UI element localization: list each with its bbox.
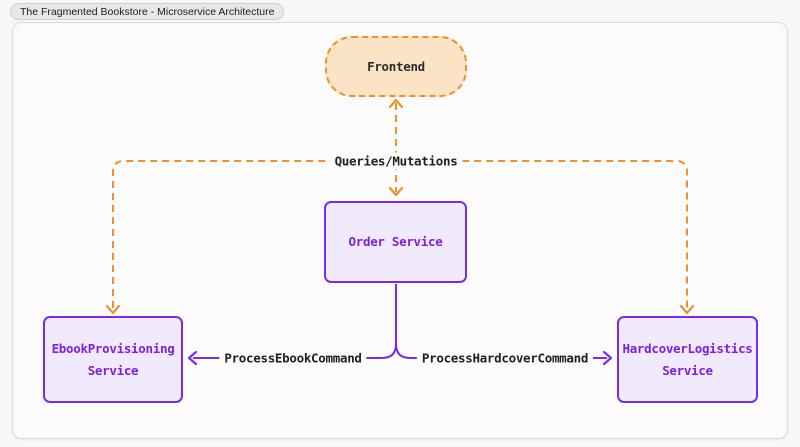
diagram-title-badge: The Fragmented Bookstore - Microservice … <box>10 3 285 20</box>
diagram-title-text: The Fragmented Bookstore - Microservice … <box>20 5 275 18</box>
node-frontend: Frontend <box>325 36 467 97</box>
edge-process-ebook-line <box>193 284 397 359</box>
edge-label-process-ebook-command: ProcessEbookCommand <box>219 349 367 367</box>
arrowhead-down-right-icon <box>679 304 695 315</box>
node-hardcover-logistics-service: HardcoverLogistics Service <box>617 316 758 403</box>
node-order-service: Order Service <box>324 201 467 283</box>
node-frontend-label: Frontend <box>367 58 425 74</box>
edge-process-hardcover-line <box>395 343 607 359</box>
node-order-service-label: Order Service <box>348 234 443 249</box>
node-hardcover-logistics-label-line1: HardcoverLogistics <box>622 340 753 356</box>
node-hardcover-logistics-label-line2: Service <box>662 362 713 378</box>
node-ebook-provisioning-label-line1: EbookProvisioning <box>51 340 175 356</box>
arrowhead-left-icon <box>187 350 198 366</box>
arrowhead-right-icon <box>602 350 613 366</box>
node-ebook-provisioning-service: EbookProvisioning Service <box>43 316 183 403</box>
edge-label-process-hardcover-command: ProcessHardcoverCommand <box>416 349 594 367</box>
edge-label-queries-mutations: Queries/Mutations <box>329 152 463 170</box>
arrowhead-up-icon <box>388 98 404 109</box>
node-ebook-provisioning-label-line2: Service <box>87 362 139 378</box>
arrowhead-down-icon <box>388 186 404 197</box>
arrowhead-down-left-icon <box>105 304 121 315</box>
